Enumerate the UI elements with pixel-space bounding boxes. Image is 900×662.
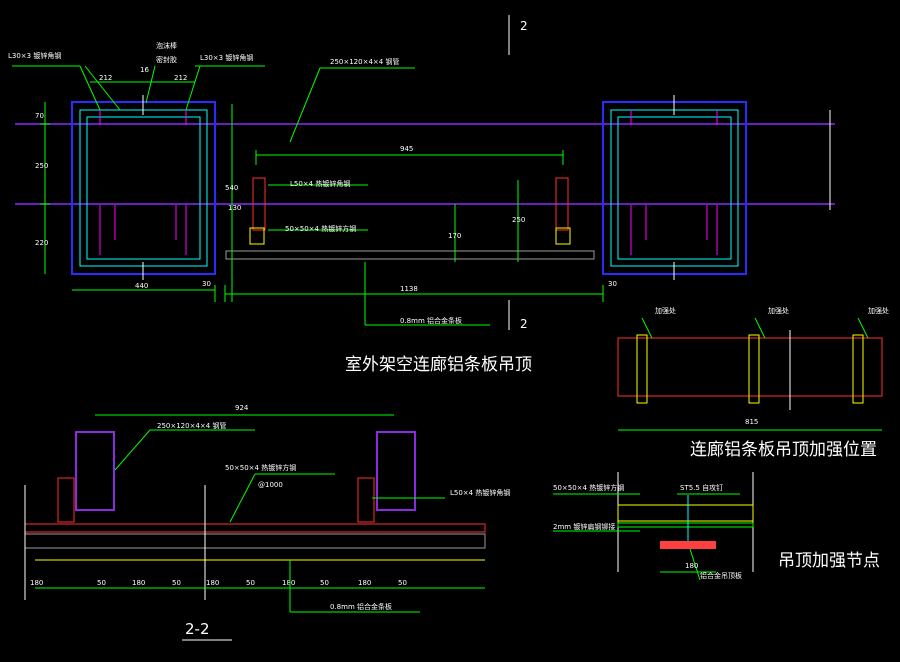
dim-945: 945 (400, 145, 413, 153)
dim-130: 130 (228, 204, 241, 212)
label-angle-right: L30×3 镀锌角钢 (200, 53, 253, 62)
dim-212b: 212 (174, 74, 187, 82)
leader (857, 317, 869, 339)
column-inner-right (610, 109, 739, 267)
leader (114, 429, 151, 471)
dim-b8: 180 (358, 579, 371, 587)
angle-left (252, 177, 266, 231)
dim-b0: 180 (30, 579, 43, 587)
section-label-square-tube: 50×50×4 热镀锌方钢 (225, 463, 296, 472)
dim-16: 16 (140, 66, 149, 74)
node-dim-180: 180 (685, 562, 698, 570)
reinforce-label-2: 加强处 (768, 306, 789, 315)
dim-b6: 180 (282, 579, 295, 587)
label-square-tube: 50×50×4 热镀锌方钢 (285, 224, 356, 233)
ceiling-panel-plan (225, 250, 595, 260)
angle-right (555, 177, 569, 231)
leader-lines-left (12, 65, 604, 326)
square-tube-left (249, 227, 265, 245)
section-mark-bottom: 2 (520, 317, 528, 331)
section-label-angle: L50×4 热镀锌角钢 (450, 488, 510, 497)
dim-170: 170 (448, 232, 461, 240)
label-steel-tube: 250×120×4×4 钢管 (330, 57, 399, 66)
column-outline-left (71, 101, 216, 275)
dim-250: 250 (35, 162, 48, 170)
reinforce-1 (636, 334, 648, 404)
node-label-plate: 2mm 镀锌扁钢铆接 (553, 522, 615, 531)
leader (689, 548, 701, 581)
angle-section-left (57, 477, 75, 523)
section-view: 924 180 50 180 50 180 50 180 50 180 50 2… (24, 404, 510, 613)
dim-b1: 50 (97, 579, 106, 587)
node-detail-view: 50×50×4 热镀锌方钢 ST5.5 自攻钉 2mm 镀锌扁钢铆接 180 铝… (553, 472, 754, 581)
node-label-screw: ST5.5 自攻钉 (680, 483, 723, 492)
label-aluminium: 0.8mm 铝合金条板 (400, 316, 462, 325)
section-label-steel-tube: 250×120×4×4 钢管 (157, 421, 226, 430)
panel-outline (617, 337, 883, 397)
reinforce-label-3: 加强处 (868, 306, 889, 315)
column-left (71, 95, 216, 280)
dim-30a: 30 (202, 280, 211, 288)
leader (229, 473, 256, 523)
node-square-tube (617, 504, 754, 522)
section-mark-top: 2 (520, 19, 528, 33)
steel-tube-left (75, 431, 115, 511)
node-aluminium-panel (660, 541, 716, 549)
node-plate (617, 522, 754, 528)
title-main: 室外架空连廊铝条板吊顶 (345, 355, 532, 375)
column-inner-left (79, 109, 208, 267)
label-sealant: 泡沫棒 (156, 41, 177, 50)
section-label-aluminium: 0.8mm 铝合金条板 (330, 602, 392, 611)
dim-b5: 50 (246, 579, 255, 587)
label-sealant2: 密封胶 (156, 55, 177, 64)
dim-440: 440 (135, 282, 148, 290)
angle-section-right (357, 477, 375, 523)
title-reinforce-node: 吊顶加强节点 (778, 551, 880, 571)
leader (754, 317, 766, 339)
node-label-aluminium: 铝合金吊顶板 (700, 571, 742, 580)
label-angle-left: L30×3 镀锌角钢 (8, 51, 61, 60)
title-reinforce-position: 连廊铝条板吊顶加强位置 (690, 440, 877, 460)
reinforce-label-1: 加强处 (655, 306, 676, 315)
column-inner2-left (86, 116, 201, 260)
plan-view: 2 (8, 15, 835, 331)
dim-250b: 250 (512, 216, 525, 224)
steel-tube-right (376, 431, 416, 511)
column-inner2-right (617, 116, 732, 260)
dim-b3: 50 (172, 579, 181, 587)
dim-1138: 1138 (400, 285, 418, 293)
reinforce-dim-815: 815 (745, 418, 758, 426)
reinforce-position-view: 加强处 加强处 加强处 815 (617, 306, 889, 431)
dim-b7: 50 (320, 579, 329, 587)
dim-212a: 212 (99, 74, 112, 82)
square-tube-right (555, 227, 571, 245)
dim-70: 70 (35, 112, 44, 120)
dim-b2: 180 (132, 579, 145, 587)
node-label-square-tube: 50×50×4 热镀锌方钢 (553, 483, 624, 492)
leader (641, 317, 653, 339)
reinforce-3 (852, 334, 864, 404)
dim-540: 540 (225, 184, 238, 192)
title-section: 2-2 (185, 620, 210, 638)
column-right (602, 95, 747, 280)
dim-b4: 180 (206, 579, 219, 587)
column-outline-right (602, 101, 747, 275)
reinforce-2 (748, 334, 760, 404)
dim-30b: 30 (608, 280, 617, 288)
section-label-spacing: @1000 (258, 481, 283, 489)
dim-924: 924 (235, 404, 249, 412)
ceiling-slab (24, 533, 486, 549)
dim-b9: 50 (398, 579, 407, 587)
ceiling-beam (24, 523, 486, 533)
label-angle-l50: L50×4 热镀锌角钢 (290, 179, 350, 188)
dim-220: 220 (35, 239, 48, 247)
